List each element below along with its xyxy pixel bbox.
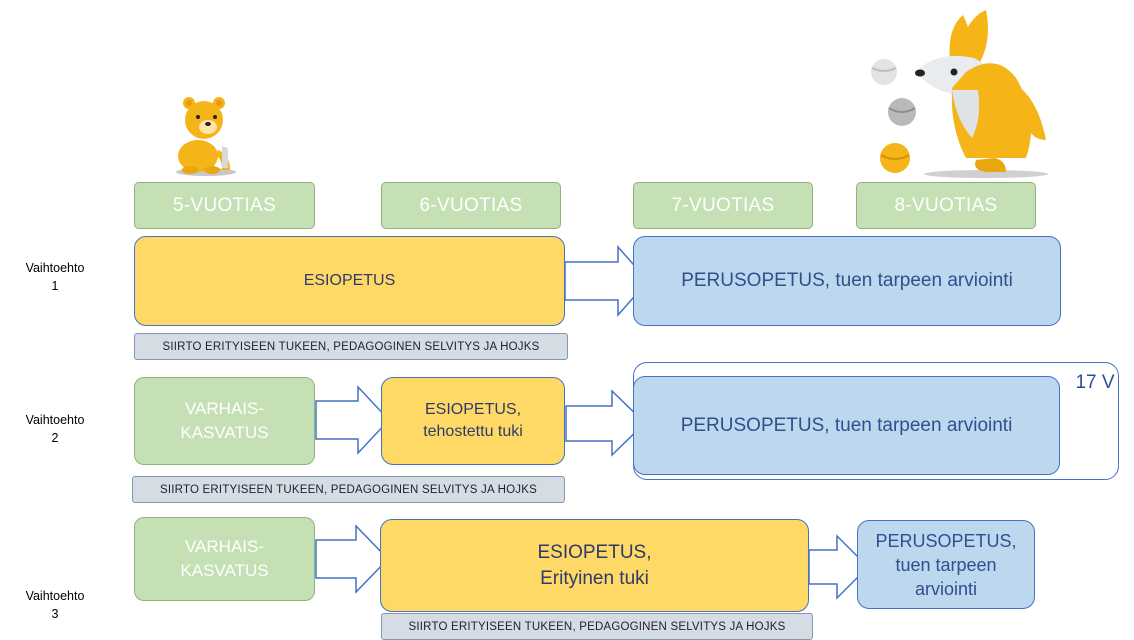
transfer-strip-row1: SIIRTO ERITYISEEN TUKEEN, PEDAGOGINEN SE… — [134, 333, 568, 360]
early-education-box-row2: VARHAIS- KASVATUS — [134, 377, 315, 465]
bear-cub-illustration — [176, 97, 236, 176]
option-label-1: Vaihtoehto 1 — [25, 261, 85, 293]
dog-with-balls-illustration — [871, 10, 1048, 178]
transfer-strip-row3: SIIRTO ERITYISEEN TUKEEN, PEDAGOGINEN SE… — [381, 613, 813, 640]
early-education-box-row3: VARHAIS- KASVATUS — [134, 517, 315, 601]
preschool-box-row2: ESIOPETUS, tehostettu tuki — [381, 377, 565, 465]
age-header-8: 8-VUOTIAS — [856, 182, 1036, 229]
basic-education-box-row1: PERUSOPETUS, tuen tarpeen arviointi — [633, 236, 1061, 326]
option-label-2: Vaihtoehto 2 — [25, 413, 85, 445]
basic-education-box-row3: PERUSOPETUS, tuen tarpeen arviointi — [857, 520, 1035, 609]
age-header-7: 7-VUOTIAS — [633, 182, 813, 229]
option-label-3: Vaihtoehto 3 — [25, 589, 85, 621]
arrow-row3-preschool-to-basic — [808, 534, 870, 600]
age-header-6: 6-VUOTIAS — [381, 182, 561, 229]
preschool-box-row3: ESIOPETUS, Erityinen tuki — [380, 519, 809, 612]
basic-education-box-row2: PERUSOPETUS, tuen tarpeen arviointi — [633, 376, 1060, 475]
age-header-5: 5-VUOTIAS — [134, 182, 315, 229]
preschool-box-row1: ESIOPETUS — [134, 236, 565, 326]
arrow-row2-preschool-to-basic — [565, 389, 647, 457]
arrow-row3-early-to-preschool — [315, 524, 390, 594]
extra-years-label: 17 V — [1075, 372, 1115, 393]
transfer-strip-row2: SIIRTO ERITYISEEN TUKEEN, PEDAGOGINEN SE… — [132, 476, 565, 503]
arrow-row2-early-to-preschool — [315, 385, 391, 455]
